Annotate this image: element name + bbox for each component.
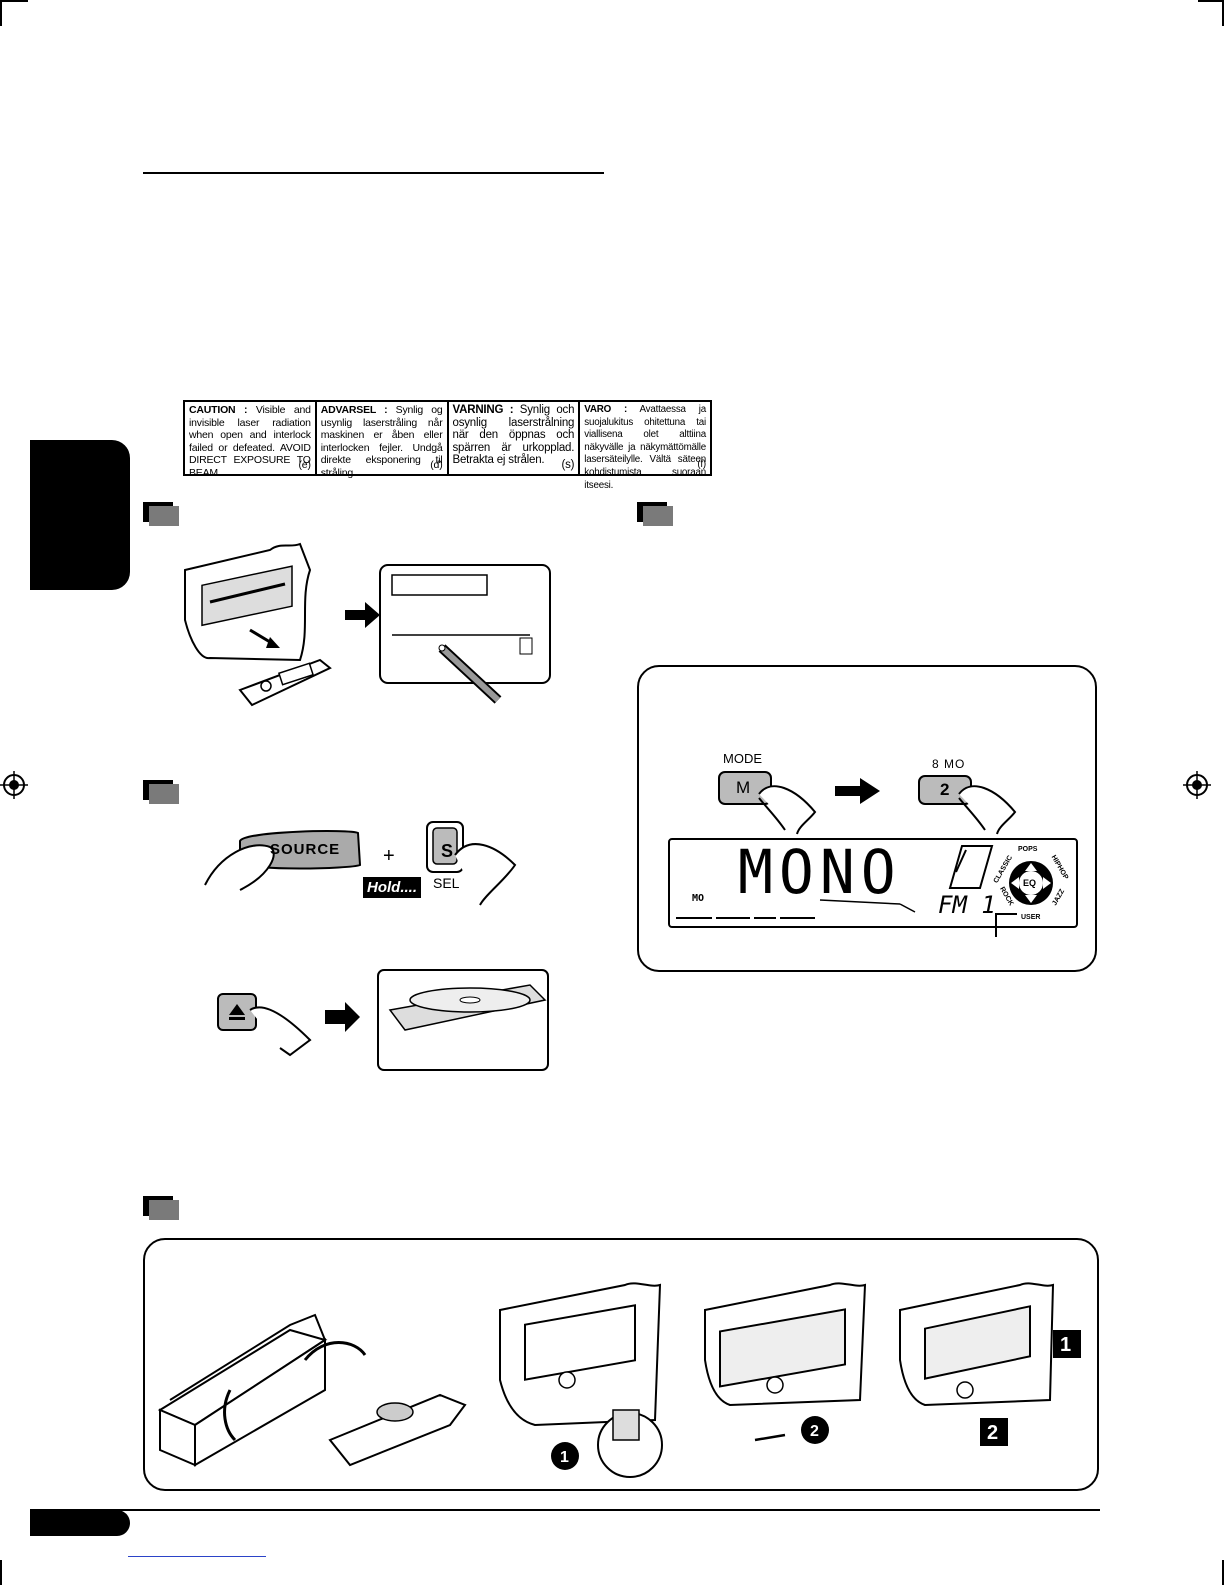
- bottom-link-rule: [128, 1556, 266, 1557]
- caution-body: Synlig och osynlig laserstrålning när de…: [452, 404, 575, 467]
- s-button-graphic: [426, 821, 517, 906]
- caution-swedish: VARNING : Synlig och osynlig laserstråln…: [449, 402, 581, 474]
- crop-mark-top-right-v: [1222, 0, 1224, 26]
- crop-mark-bottom-right: [1222, 1560, 1224, 1585]
- lcd-display: [668, 838, 1078, 928]
- caution-code: (d): [430, 459, 443, 472]
- section-marker: [143, 502, 179, 526]
- preset-button-graphic: [918, 775, 1017, 835]
- carrying-case-illustration: [157, 1313, 467, 1467]
- caution-finnish: VARO : Avattaessa ja suojalukitus ohitet…: [580, 402, 710, 491]
- mono-panel: [637, 665, 1097, 972]
- callout-line: [995, 913, 997, 937]
- detach-step2-illustration: 2: [704, 1282, 867, 1444]
- mode-label: MODE: [723, 751, 762, 766]
- section-marker: [143, 780, 179, 804]
- callout-line-h: [995, 913, 1017, 915]
- attach-illustration: 1 2: [899, 1282, 1081, 1446]
- caution-body: Visible and invisible laser radiation wh…: [189, 404, 311, 479]
- detach-panel: [143, 1238, 1099, 1491]
- footer-rule: [30, 1509, 1100, 1511]
- eq-label: EQ: [1023, 878, 1037, 888]
- preset-label: 8 MO: [932, 757, 966, 771]
- step-number: 2: [810, 1423, 819, 1440]
- caution-body: Avattaessa ja suojalukitus ohitettuna ta…: [584, 404, 706, 491]
- lcd-main-text: MONO: [738, 836, 902, 908]
- sel-label: SEL: [433, 875, 460, 891]
- eq-preset-user: USER: [1021, 914, 1041, 921]
- eq-wheel-icon: [1009, 861, 1053, 905]
- arrow-icon: [835, 778, 880, 804]
- crop-mark-bottom-left: [0, 1560, 2, 1585]
- source-button-graphic: [204, 830, 362, 891]
- caution-code: (f): [697, 459, 706, 471]
- caution-body: Synlig og usynlig laserstråling når mask…: [320, 404, 443, 479]
- step-number: 2: [987, 1422, 998, 1444]
- reset-key-combo: SOURCE + Hold.... S SEL: [200, 815, 540, 925]
- m-button-graphic: [718, 771, 817, 835]
- registration-mark-left: [0, 771, 28, 799]
- caution-heading: ADVARSEL :: [320, 404, 388, 416]
- crop-mark-top-left-h: [0, 0, 28, 2]
- plus-sign: +: [383, 845, 395, 867]
- caution-code: (e): [298, 459, 311, 472]
- step-number: 1: [1060, 1334, 1071, 1356]
- preset-2-button[interactable]: 2: [940, 780, 950, 799]
- lcd-decoration: [676, 899, 916, 919]
- language-side-tab: [30, 440, 130, 590]
- m-button[interactable]: M: [736, 778, 751, 797]
- registration-mark-right: [1183, 771, 1211, 799]
- lcd-band: FM 1: [938, 891, 996, 919]
- caution-english: CAUTION : Visible and invisible laser ra…: [185, 402, 317, 479]
- panel-reset-illustration: [184, 542, 551, 707]
- caution-code: (s): [561, 459, 575, 472]
- lcd-mo-indicator: MO: [692, 893, 705, 904]
- step-number: 1: [560, 1449, 569, 1466]
- s-button[interactable]: S: [441, 841, 454, 861]
- caution-heading: CAUTION :: [189, 404, 248, 416]
- laser-caution-label: CAUTION : Visible and invisible laser ra…: [183, 400, 712, 491]
- section-marker: [637, 502, 673, 526]
- section-marker: [143, 1196, 179, 1220]
- crop-mark-top-right: [1198, 0, 1224, 2]
- hold-badge: Hold....: [363, 877, 421, 898]
- caution-danish: ADVARSEL : Synlig og usynlig laserstråli…: [317, 402, 449, 479]
- page-number-tab: [30, 1510, 130, 1536]
- heading-rule: [143, 172, 604, 174]
- source-button[interactable]: SOURCE: [270, 841, 341, 858]
- crop-mark-top-left: [0, 0, 2, 26]
- eq-preset-pops: POPS: [1018, 846, 1038, 853]
- caution-heading: VARNING :: [452, 404, 514, 416]
- detach-step1-illustration: 1: [499, 1282, 663, 1478]
- caution-heading: VARO :: [584, 404, 628, 415]
- eject-illustration: [217, 969, 549, 1071]
- lcd-disc-indicator: [948, 845, 994, 889]
